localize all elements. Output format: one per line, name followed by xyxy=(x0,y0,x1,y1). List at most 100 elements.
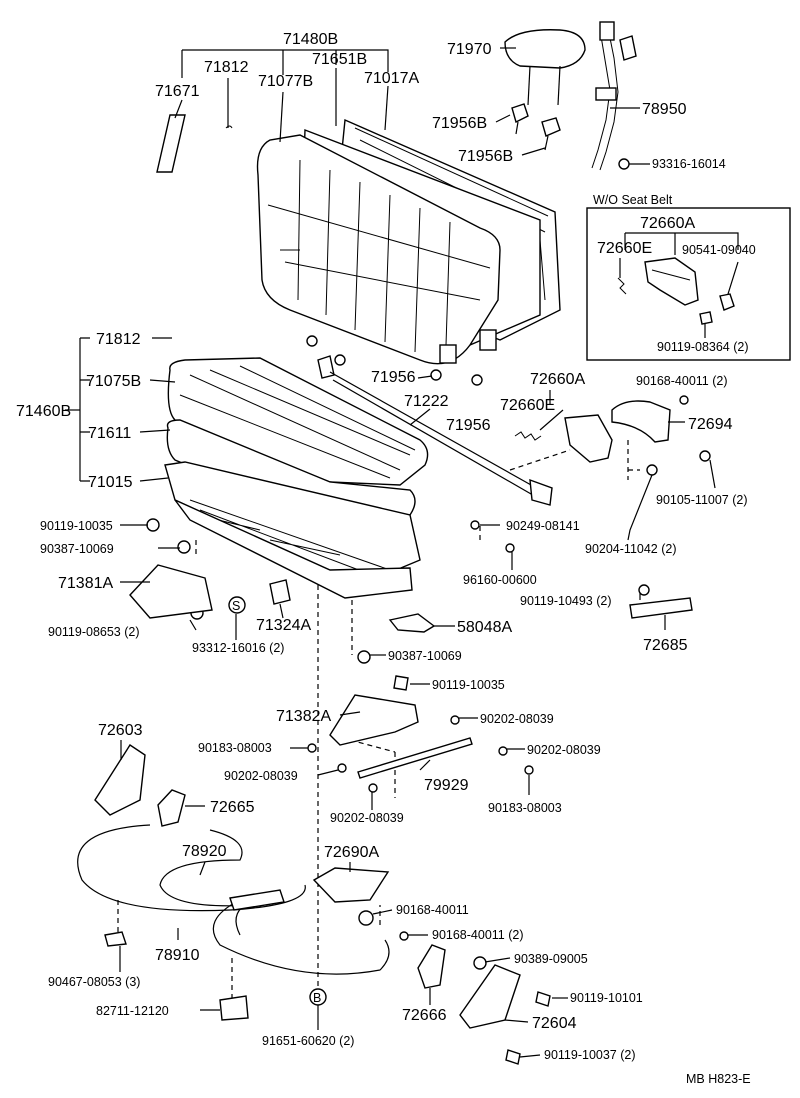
label-71077B: 71077B xyxy=(258,73,313,90)
label-90541-09040: 90541-09040 xyxy=(682,243,756,257)
label-72603: 72603 xyxy=(98,722,143,739)
label-71956-b: 71956 xyxy=(446,417,491,434)
headrest-drawing xyxy=(504,29,586,106)
footer-code: MB H823-E xyxy=(686,1072,751,1086)
leader-lines xyxy=(65,47,739,1058)
plate-72604-drawing xyxy=(459,964,521,1029)
label-71956-a: 71956 xyxy=(371,369,416,386)
headrest-support-drawing xyxy=(511,103,561,151)
label-90183-08003-a: 90183-08003 xyxy=(198,741,272,755)
label-90387-10069-a: 90387-10069 xyxy=(40,542,114,556)
label-71381A: 71381A xyxy=(58,575,113,592)
label-90105-11007: 90105-11007 (2) xyxy=(656,493,748,507)
label-72660A: 72660A xyxy=(530,371,585,388)
stopper-71324A-drawing xyxy=(269,579,291,605)
label-90168-40011-a: 90168-40011 xyxy=(396,903,469,917)
label-93316-16014: 93316-16014 xyxy=(652,157,726,171)
tube-drawing xyxy=(156,114,186,173)
label-90119-08653: 90119-08653 (2) xyxy=(48,625,140,639)
lever-72665-drawing xyxy=(157,789,186,827)
bracket-71381A-drawing xyxy=(129,564,213,619)
marker-b-label: B xyxy=(313,991,321,1005)
label-96160-00600: 96160-00600 xyxy=(463,573,537,587)
label-71017A: 71017A xyxy=(364,70,419,87)
wo-seat-belt-parts xyxy=(617,257,735,325)
label-72660E-box: 72660E xyxy=(597,240,652,257)
label-90202-08039-a: 90202-08039 xyxy=(480,712,554,726)
label-71970: 71970 xyxy=(447,41,492,58)
seat-cushion-drawing xyxy=(164,357,429,599)
bracket-72685-drawing xyxy=(629,597,693,619)
label-90119-10037: 90119-10037 (2) xyxy=(544,1048,636,1062)
label-78920: 78920 xyxy=(182,843,227,860)
label-90119-10035-b: 90119-10035 xyxy=(432,678,505,692)
label-72690A: 72690A xyxy=(324,844,379,861)
label-72660E: 72660E xyxy=(500,397,555,414)
label-90202-08039-d: 90202-08039 xyxy=(330,811,404,825)
label-90168-40011-top: 90168-40011 (2) xyxy=(636,374,728,388)
label-90202-08039-c: 90202-08039 xyxy=(224,769,298,783)
label-90183-08003-b: 90183-08003 xyxy=(488,801,562,815)
spring-72660E-drawing xyxy=(514,431,542,441)
label-90119-08364: 90119-08364 (2) xyxy=(657,340,749,354)
label-71324A: 71324A xyxy=(256,617,311,634)
label-71812-mid: 71812 xyxy=(96,331,141,348)
label-90119-10035-a: 90119-10035 xyxy=(40,519,113,533)
label-72694: 72694 xyxy=(688,416,733,433)
label-71480B: 71480B xyxy=(283,31,338,48)
label-90204-11042: 90204-11042 (2) xyxy=(585,542,677,556)
label-90119-10493: 90119-10493 (2) xyxy=(520,594,612,608)
label-71611: 71611 xyxy=(88,425,131,442)
label-72604: 72604 xyxy=(532,1015,577,1032)
label-71651B: 71651B xyxy=(312,51,367,68)
label-91651-60620: 91651-60620 (2) xyxy=(262,1034,354,1048)
label-72660A-box: 72660A xyxy=(640,215,695,232)
seat-back-drawing xyxy=(256,118,561,365)
latch-72660A-drawing xyxy=(564,414,613,463)
label-72666: 72666 xyxy=(402,1007,447,1024)
rod-71222-drawing xyxy=(317,355,553,506)
label-71075B: 71075B xyxy=(86,373,141,390)
label-90467-08053: 90467-08053 (3) xyxy=(48,975,140,989)
label-90119-10101: 90119-10101 xyxy=(570,991,643,1005)
label-71460B: 71460B xyxy=(16,403,71,420)
label-71812-top: 71812 xyxy=(204,59,249,76)
label-78910: 78910 xyxy=(155,947,200,964)
label-71015: 71015 xyxy=(88,474,133,491)
label-71956B-b: 71956B xyxy=(458,148,513,165)
seat-belt-drawing xyxy=(591,21,637,171)
label-71382A: 71382A xyxy=(276,708,331,725)
plate-72603-drawing xyxy=(94,744,146,816)
marker-s-circle xyxy=(228,596,246,614)
connector-82711-drawing xyxy=(219,995,249,1021)
cable-drawing xyxy=(77,824,390,975)
label-82711-12120: 82711-12120 xyxy=(96,1004,169,1018)
label-78950: 78950 xyxy=(642,101,687,118)
label-90389-09005: 90389-09005 xyxy=(514,952,588,966)
rod-79929-drawing xyxy=(357,737,473,779)
lever-72666-drawing xyxy=(417,944,446,989)
label-90387-10069-b: 90387-10069 xyxy=(388,649,462,663)
part-labels: 71480B 71812 71077B 71651B 71017A 71671 … xyxy=(16,31,756,1086)
hook-58048A-drawing xyxy=(388,613,436,633)
label-90168-40011-b: 90168-40011 (2) xyxy=(432,928,524,942)
label-90202-08039-b: 90202-08039 xyxy=(527,743,601,757)
bracket-71382A-drawing xyxy=(329,694,419,746)
bolt-93316-drawing xyxy=(618,158,650,170)
label-71956B-a: 71956B xyxy=(432,115,487,132)
label-72685: 72685 xyxy=(643,637,688,654)
clip-drawing xyxy=(225,125,233,129)
wo-seat-belt-box xyxy=(586,207,791,361)
label-72665: 72665 xyxy=(210,799,255,816)
label-58048A: 58048A xyxy=(457,619,512,636)
marker-s-label: S xyxy=(232,599,240,613)
small-fasteners xyxy=(146,335,711,620)
label-wo-seat-belt: W/O Seat Belt xyxy=(593,193,673,207)
label-79929: 79929 xyxy=(424,777,469,794)
label-71222: 71222 xyxy=(404,393,449,410)
label-90249-08141: 90249-08141 xyxy=(506,519,580,533)
label-71671: 71671 xyxy=(155,83,200,100)
cover-72694-drawing xyxy=(611,400,671,443)
handle-72690A-drawing xyxy=(312,867,390,903)
